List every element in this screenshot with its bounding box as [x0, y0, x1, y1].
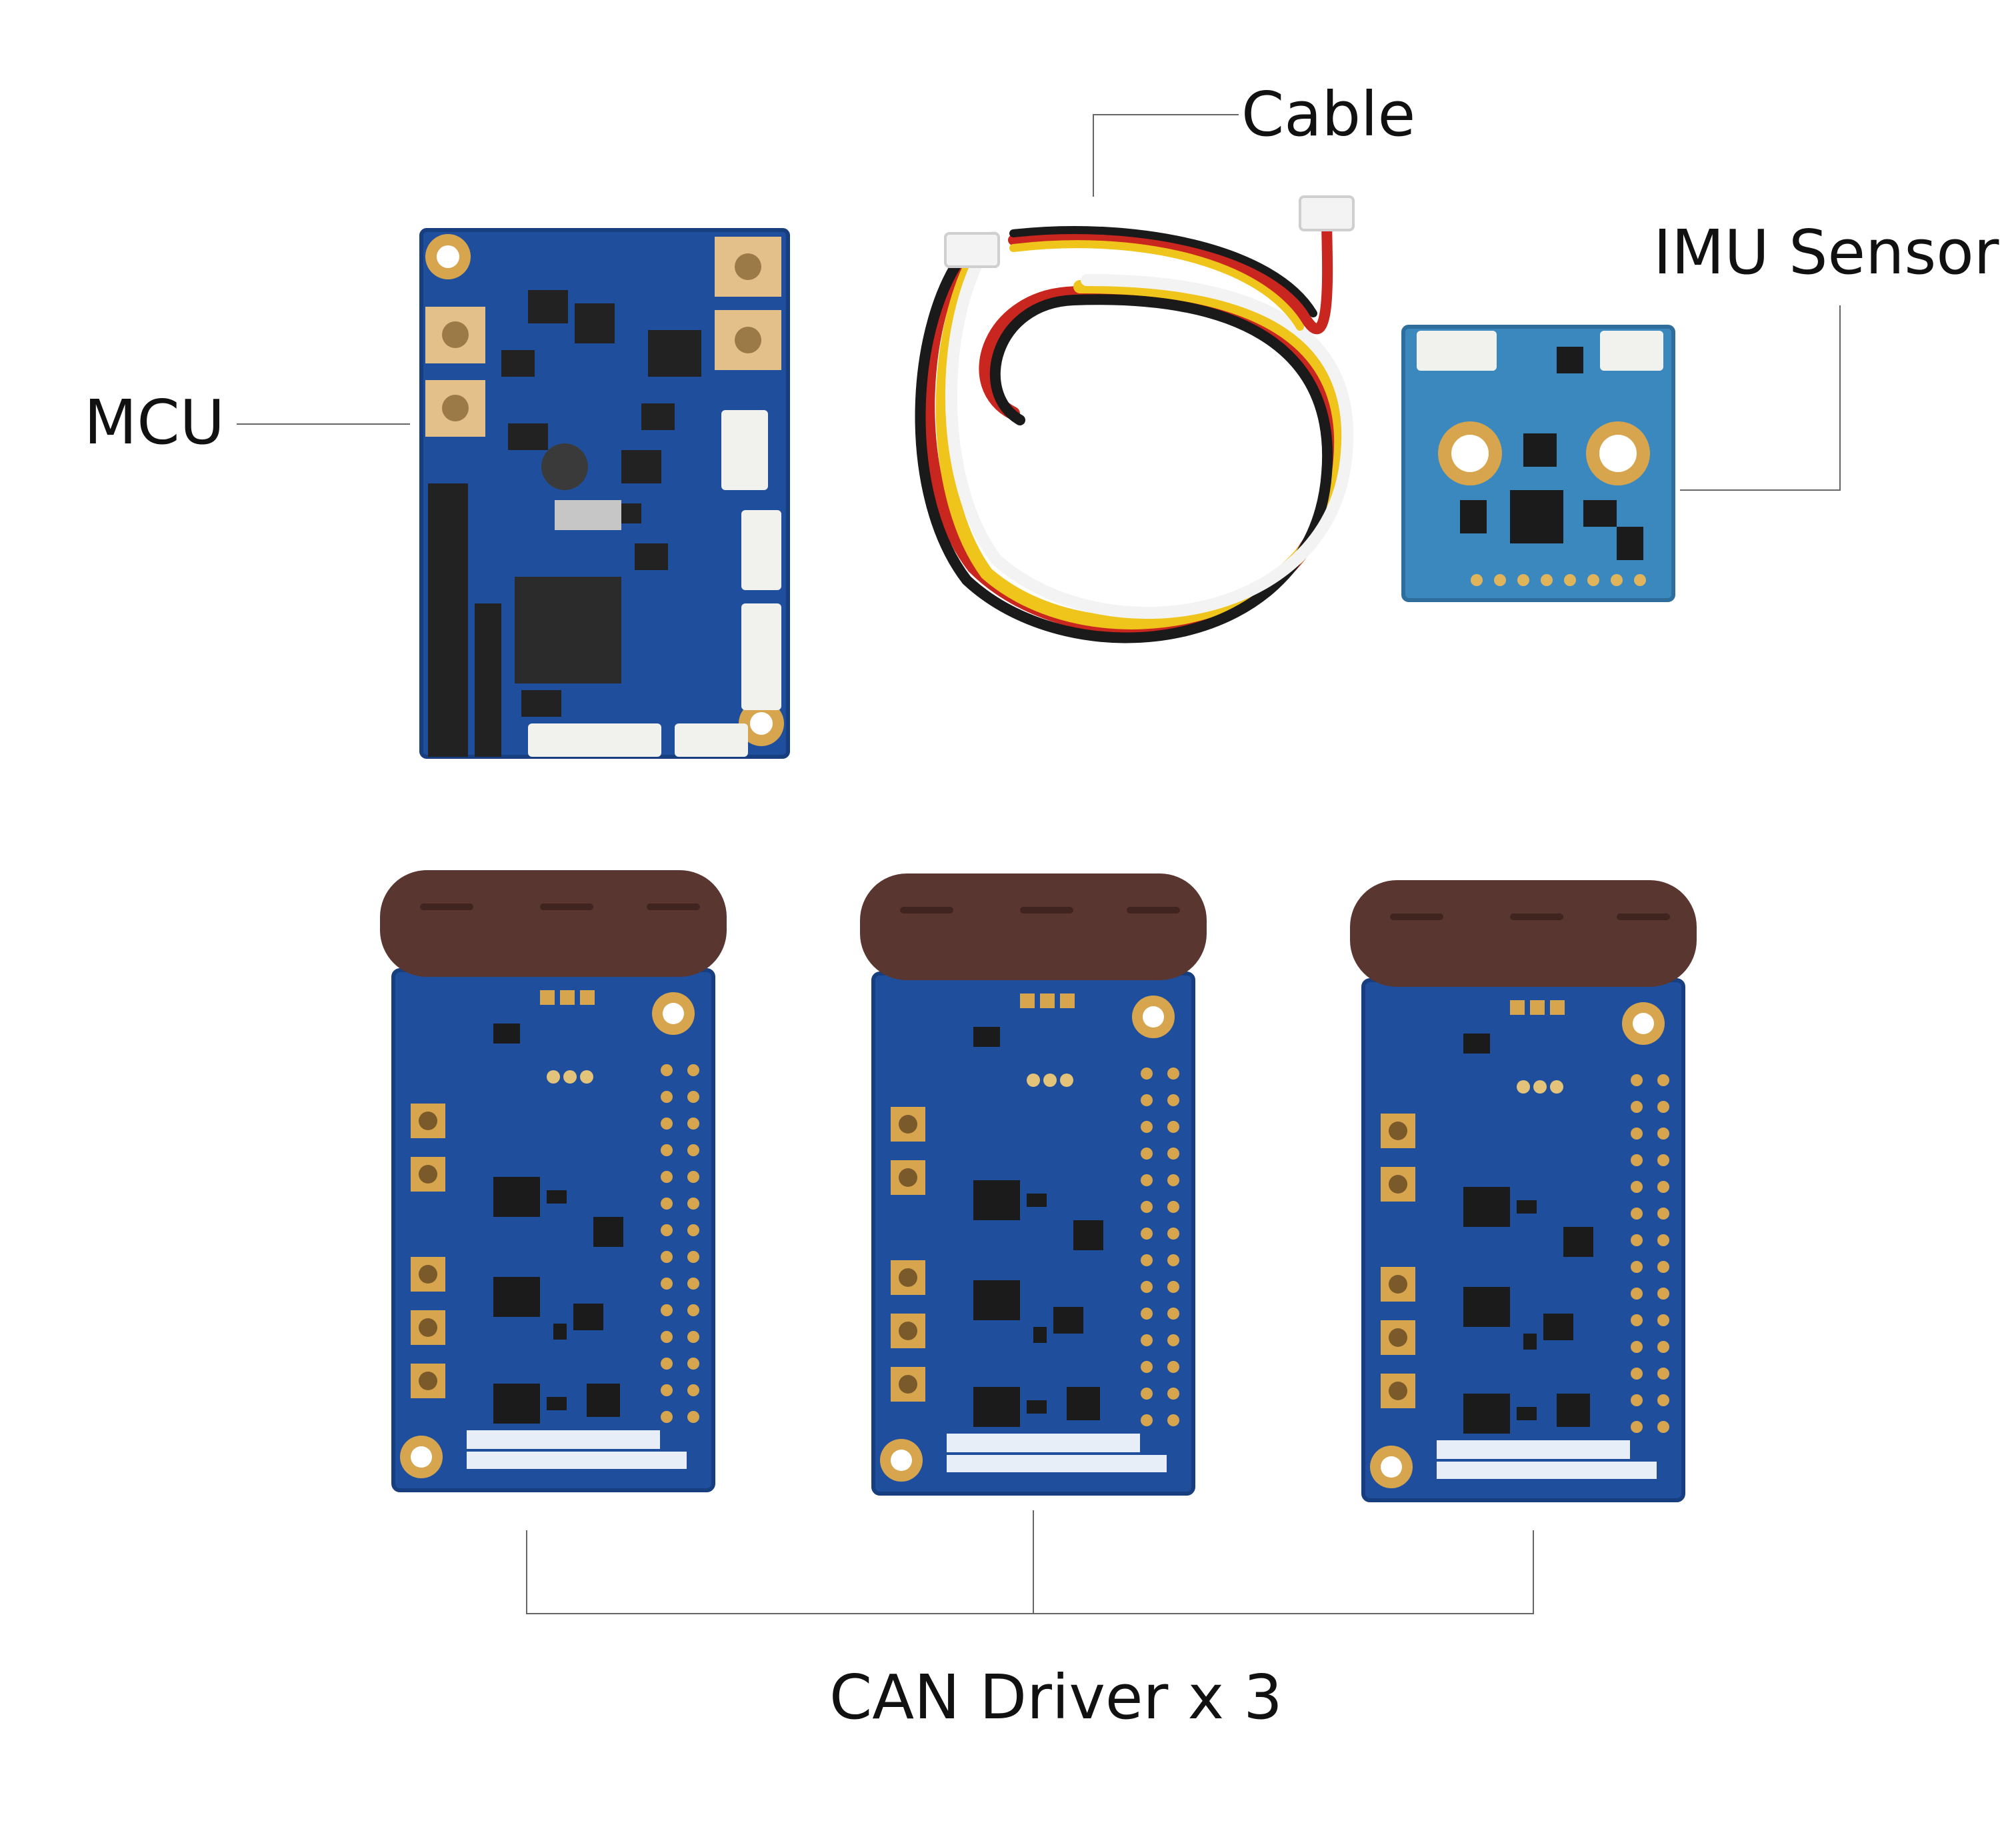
- label-imu-sensor: IMU Sensor: [1653, 217, 1999, 288]
- leader-lines: [237, 114, 1841, 1614]
- imu-board: [1401, 325, 1675, 602]
- cable: [915, 215, 1354, 643]
- can-driver-board-3: [1350, 880, 1697, 1500]
- cable-connector-right: [1299, 195, 1355, 231]
- can-driver-board-1: [380, 870, 727, 1490]
- mcu-board: [419, 228, 790, 759]
- can-driver-board-2: [860, 873, 1207, 1494]
- label-mcu: MCU: [84, 387, 225, 458]
- label-can-driver: CAN Driver x 3: [829, 1662, 1283, 1733]
- cable-connector-left: [944, 232, 1000, 268]
- label-cable: Cable: [1241, 79, 1416, 150]
